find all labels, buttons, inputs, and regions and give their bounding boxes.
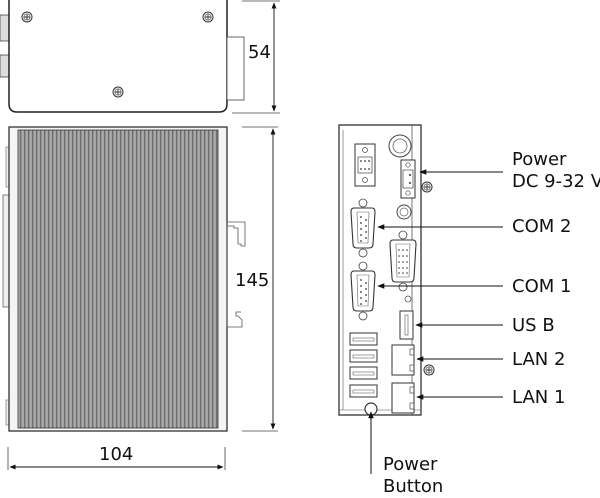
depth-dimension-label: 54 — [248, 42, 271, 63]
power-label-line2: DC 9-32 V — [512, 171, 600, 192]
screw-icon — [423, 364, 435, 376]
antenna-icon — [388, 134, 412, 158]
power-label: Power DC 9-32 V — [512, 149, 600, 193]
power-connector-icon — [400, 159, 416, 199]
com1-port-icon — [350, 261, 376, 321]
screw-icon — [421, 181, 433, 193]
led-icon — [404, 295, 412, 303]
screw-icon — [21, 11, 33, 23]
audio-jack-icon — [396, 204, 412, 220]
usb-port-icon — [399, 310, 414, 340]
callout-lines — [368, 169, 503, 474]
screw-icon — [202, 11, 214, 23]
top-view — [0, 0, 280, 114]
power-label-line1: Power — [512, 149, 567, 170]
lan1-label: LAN 1 — [512, 387, 566, 408]
com2-label: COM 2 — [512, 216, 572, 237]
front-panel — [338, 124, 435, 416]
lan1-port-icon — [391, 382, 415, 414]
height-dimension-label: 145 — [235, 270, 270, 291]
power-button-label-line2: Button — [383, 476, 444, 497]
width-dimension-label: 104 — [99, 444, 134, 465]
side-view — [2, 126, 278, 470]
com1-label: COM 1 — [512, 276, 572, 297]
terminal-block-icon — [354, 143, 376, 187]
usb-label: US B — [512, 315, 555, 336]
usb-a-ports-icon — [349, 332, 378, 398]
lan2-port-icon — [391, 344, 415, 376]
power-button-label-line1: Power — [383, 454, 438, 475]
com2-port-icon — [350, 198, 376, 258]
power-button-label: Power Button — [383, 454, 443, 498]
lan2-label: LAN 2 — [512, 349, 566, 370]
vga-port-icon — [389, 230, 417, 292]
screw-icon — [112, 86, 124, 98]
